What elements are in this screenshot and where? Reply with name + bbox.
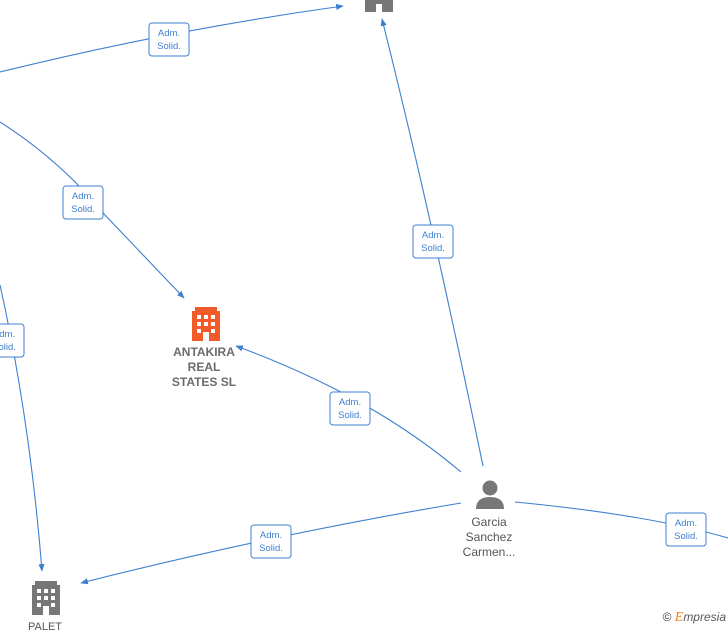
edge-left-to-palet <box>0 284 45 572</box>
edge-label[interactable]: Adm. Solid. <box>665 512 707 547</box>
edge-label[interactable]: Adm. Solid. <box>62 185 104 220</box>
building-icon[interactable] <box>32 581 60 615</box>
node-label-line: REAL <box>187 360 221 374</box>
edge-label[interactable]: Adm. Solid. <box>329 391 371 426</box>
edge-label-line1: Adm. <box>0 329 15 340</box>
edge-label-line2: Solid. <box>421 243 445 254</box>
brand-rest: mpresia <box>683 610 726 624</box>
edge-label[interactable]: Adm. Solid. <box>0 323 25 358</box>
empresia-watermark: © Empresia <box>663 610 726 626</box>
edge-label-line1: Adm. <box>158 28 180 39</box>
edge-garcia-to-right <box>514 501 728 539</box>
node-label-antakira[interactable]: ANTAKIRA REAL STATES SL <box>164 345 244 390</box>
edge-label-line1: Adm. <box>72 191 94 202</box>
node-label-line: Sanchez <box>465 530 513 544</box>
edge-label[interactable]: Adm. Solid. <box>148 22 190 57</box>
edge-label-line2: Solid. <box>259 543 283 554</box>
edge-label-line1: Adm. <box>339 397 361 408</box>
building-icon[interactable] <box>192 307 220 341</box>
edge-label[interactable]: Adm. Solid. <box>250 524 292 559</box>
node-label-line: ANTAKIRA <box>173 345 235 359</box>
copyright-symbol: © <box>662 610 672 624</box>
edge-label-line2: Solid. <box>71 204 95 215</box>
person-icon[interactable] <box>476 480 504 510</box>
node-label-line: PALET <box>27 621 63 633</box>
edge-label-line2: Solid. <box>157 41 181 52</box>
edge-label-line1: Adm. <box>422 230 444 241</box>
edge-label[interactable]: Adm. Solid. <box>412 224 454 259</box>
edge-label-line1: Adm. <box>260 530 282 541</box>
node-label-line: Garcia <box>471 515 507 529</box>
node-label-line: Carmen... <box>462 545 516 559</box>
edge-label-line2: Solid. <box>338 410 362 421</box>
edge-label-line2: Solid. <box>0 342 16 353</box>
node-label-line: STATES SL <box>171 375 237 389</box>
node-label-palet[interactable]: PALET <box>15 620 75 635</box>
brand-initial: E <box>674 610 684 625</box>
edge-label-line2: Solid. <box>674 531 698 542</box>
edge-label-line1: Adm. <box>675 518 697 529</box>
building-icon[interactable] <box>365 0 393 12</box>
node-label-garcia[interactable]: Garcia Sanchez Carmen... <box>450 515 528 560</box>
